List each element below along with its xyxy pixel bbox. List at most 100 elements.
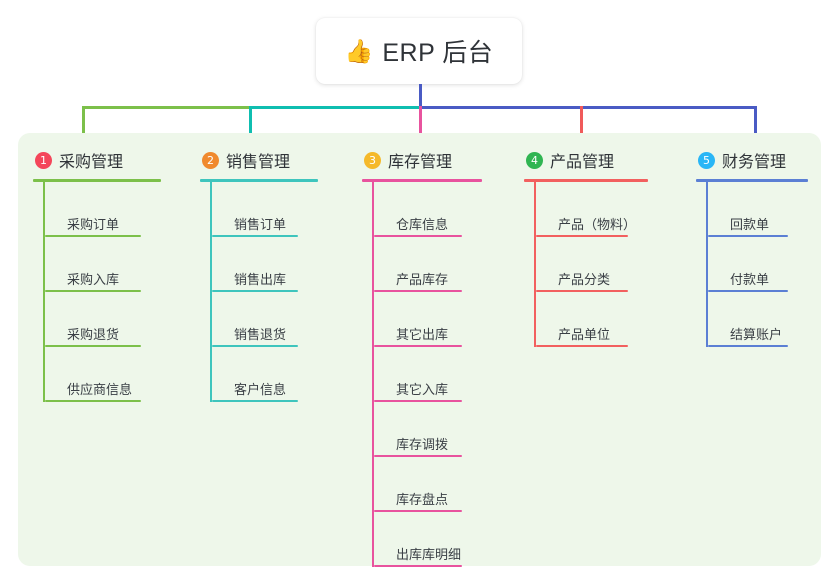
column-rule-4: [524, 179, 648, 182]
column-header-1[interactable]: 1 采购管理: [33, 147, 161, 173]
menu-item[interactable]: 其它入库: [372, 347, 482, 402]
column-items-5: 回款单付款单结算账户: [696, 182, 808, 347]
menu-item-label: 其它出库: [396, 327, 449, 342]
menu-item-underline: [374, 510, 462, 512]
column-rule-3: [362, 179, 482, 182]
menu-item-label: 产品单位: [558, 327, 611, 342]
menu-item[interactable]: 供应商信息: [43, 347, 161, 402]
thumbs-up-icon: 👍: [344, 37, 374, 64]
menu-item-underline: [536, 345, 628, 347]
connector-bus-blue: [419, 106, 757, 109]
menu-item-underline: [374, 290, 462, 292]
root-title: ERP 后台: [382, 39, 494, 67]
menu-item-underline: [212, 345, 298, 347]
menu-item-label: 库存调拨: [396, 437, 449, 452]
menu-item[interactable]: 产品单位: [534, 292, 648, 347]
menu-item-underline: [374, 565, 462, 567]
menu-item-underline: [374, 400, 462, 402]
menu-item[interactable]: 销售退货: [210, 292, 318, 347]
menu-item-underline: [212, 400, 298, 402]
menu-item-label: 结算账户: [730, 327, 783, 342]
column-5: 5 财务管理回款单付款单结算账户: [696, 147, 808, 347]
menu-item[interactable]: 库存盘点: [372, 457, 482, 512]
menu-item[interactable]: 付款单: [706, 237, 808, 292]
menu-item-label: 出库库明细: [396, 547, 462, 562]
column-badge-1: 1: [35, 151, 52, 169]
menu-item-label: 采购入库: [67, 272, 120, 287]
menu-item-underline: [536, 290, 628, 292]
connector-stem-2: [249, 106, 252, 136]
menu-item-underline: [212, 290, 298, 292]
menu-item-label: 产品库存: [396, 272, 449, 287]
menu-item[interactable]: 其它出库: [372, 292, 482, 347]
connector-bus-green: [82, 106, 249, 109]
column-header-3[interactable]: 3 库存管理: [362, 147, 482, 173]
root-node-card[interactable]: 👍 ERP 后台: [316, 18, 522, 84]
menu-item[interactable]: 出库库明细: [372, 512, 482, 567]
column-spine-5: [706, 182, 708, 347]
column-rule-5: [696, 179, 808, 182]
menu-item[interactable]: 采购入库: [43, 237, 161, 292]
connector-stem-3: [419, 106, 422, 136]
column-items-1: 采购订单采购入库采购退货供应商信息: [33, 182, 161, 402]
menu-item-underline: [536, 235, 628, 237]
menu-item-label: 销售出库: [234, 272, 287, 287]
menu-item-label: 回款单: [730, 217, 770, 232]
menu-item-underline: [708, 345, 788, 347]
menu-item[interactable]: 销售出库: [210, 237, 318, 292]
menu-item-underline: [374, 235, 462, 237]
menu-item[interactable]: 库存调拨: [372, 402, 482, 457]
column-title-5: 财务管理: [722, 154, 787, 171]
menu-item-label: 销售订单: [234, 217, 287, 232]
menu-item[interactable]: 产品（物料）: [534, 182, 648, 237]
column-badge-5: 5: [698, 151, 715, 169]
column-badge-2: 2: [202, 151, 219, 169]
menu-item-label: 仓库信息: [396, 217, 449, 232]
column-spine-4: [534, 182, 536, 347]
column-1: 1 采购管理采购订单采购入库采购退货供应商信息: [33, 147, 161, 402]
menu-item[interactable]: 产品库存: [372, 237, 482, 292]
menu-item[interactable]: 结算账户: [706, 292, 808, 347]
menu-item[interactable]: 采购退货: [43, 292, 161, 347]
menu-item-label: 采购退货: [67, 327, 120, 342]
menu-item[interactable]: 客户信息: [210, 347, 318, 402]
column-title-4: 产品管理: [550, 154, 615, 171]
menu-item-label: 库存盘点: [396, 492, 449, 507]
menu-item-underline: [212, 235, 298, 237]
connector-stem-5: [754, 106, 757, 136]
connector-stem-4: [580, 106, 583, 136]
menu-item-label: 销售退货: [234, 327, 287, 342]
column-rule-1: [33, 179, 161, 182]
menu-item-underline: [45, 345, 141, 347]
column-title-3: 库存管理: [388, 154, 453, 171]
menu-item-underline: [374, 345, 462, 347]
column-header-5[interactable]: 5 财务管理: [696, 147, 808, 173]
column-items-3: 仓库信息产品库存其它出库其它入库库存调拨库存盘点出库库明细: [362, 182, 482, 567]
column-items-4: 产品（物料） 产品分类产品单位: [524, 182, 648, 347]
column-badge-3: 3: [364, 151, 381, 169]
column-header-2[interactable]: 2 销售管理: [200, 147, 318, 173]
menu-item[interactable]: 销售订单: [210, 182, 318, 237]
column-spine-3: [372, 182, 374, 567]
menu-item-underline: [708, 290, 788, 292]
column-title-2: 销售管理: [226, 154, 291, 171]
menu-item[interactable]: 回款单: [706, 182, 808, 237]
menu-item-label: 产品分类: [558, 272, 611, 287]
menu-item-label: 其它入库: [396, 382, 449, 397]
menu-item-underline: [374, 455, 462, 457]
menu-item[interactable]: 产品分类: [534, 237, 648, 292]
menu-item[interactable]: 采购订单: [43, 182, 161, 237]
menu-item-underline: [708, 235, 788, 237]
column-rule-2: [200, 179, 318, 182]
menu-item-label: 采购订单: [67, 217, 120, 232]
column-2: 2 销售管理销售订单销售出库销售退货客户信息: [200, 147, 318, 402]
column-items-2: 销售订单销售出库销售退货客户信息: [200, 182, 318, 402]
column-3: 3 库存管理仓库信息产品库存其它出库其它入库库存调拨库存盘点出库库明细: [362, 147, 482, 567]
column-title-1: 采购管理: [59, 154, 124, 171]
menu-item-label: 产品（物料）: [558, 217, 637, 232]
menu-item[interactable]: 仓库信息: [372, 182, 482, 237]
menu-item-underline: [45, 400, 141, 402]
connector-root-stem: [419, 84, 422, 108]
